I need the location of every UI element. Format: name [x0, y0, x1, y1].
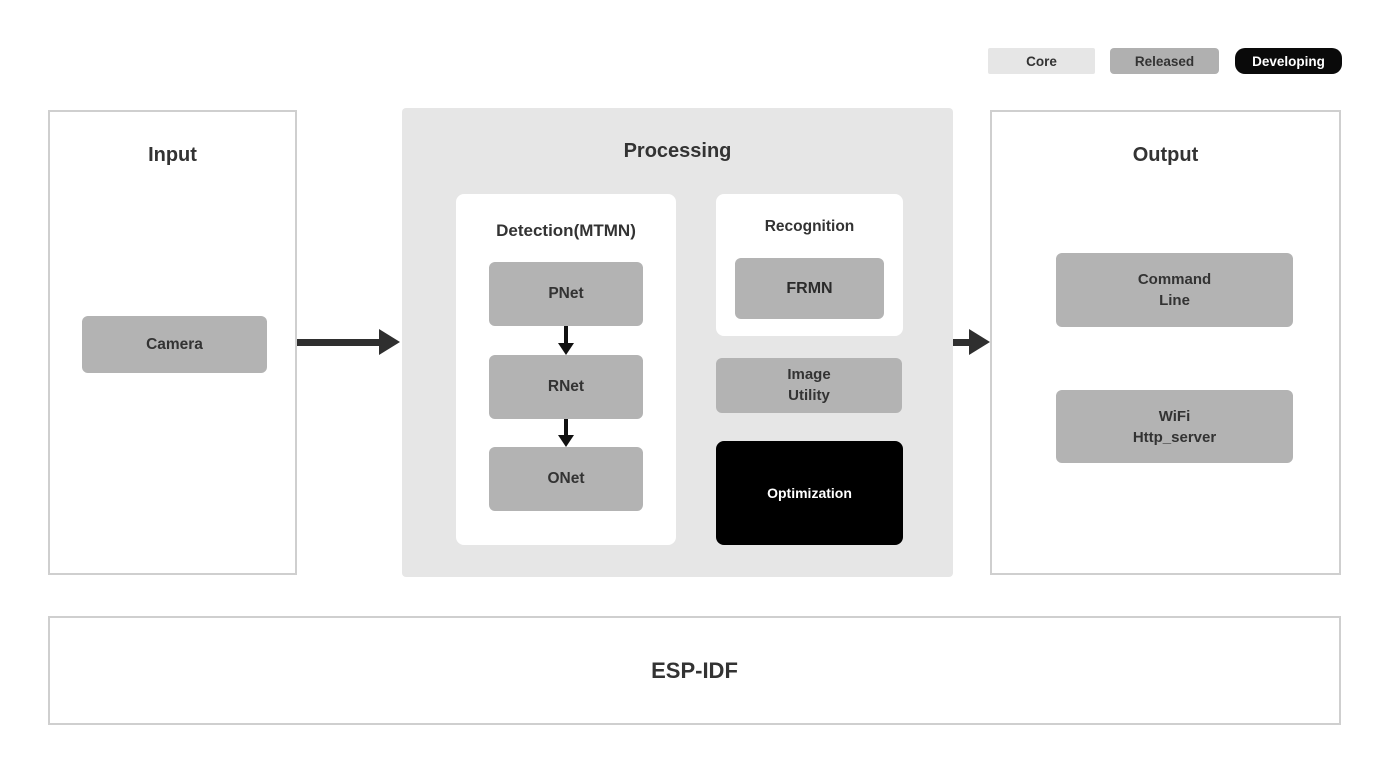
arrow-input-to-processing [297, 329, 400, 355]
detection-group: Detection(MTMN) PNet RNet ONet [456, 194, 676, 545]
legend-chip-developing: Developing [1235, 48, 1342, 74]
rnet-node-label: RNet [547, 378, 585, 395]
recognition-group: Recognition FRMN [716, 194, 903, 336]
arrow-stem [953, 338, 969, 346]
esp-idf-section: ESP-IDF [48, 616, 1341, 725]
arrow-pnet-to-rnet [558, 326, 574, 355]
legend-label-developing: Developing [1252, 53, 1325, 69]
esp-idf-title: ESP-IDF [651, 657, 738, 683]
legend-label-released: Released [1134, 53, 1195, 69]
rnet-node: RNet [489, 355, 643, 419]
processing-section: Processing Detection(MTMN) PNet RNet ONe… [402, 108, 953, 577]
legend-label-core: Core [1026, 53, 1057, 69]
recognition-group-title: Recognition [764, 218, 855, 235]
frmn-node-label: FRMN [786, 279, 833, 297]
arrow-processing-to-output [953, 329, 990, 355]
onet-node-label: ONet [547, 470, 585, 487]
arrow-rnet-to-onet [558, 419, 574, 447]
pnet-node: PNet [489, 262, 643, 326]
arrow-stem [564, 419, 568, 435]
arrow-head-right-icon [969, 329, 990, 355]
arrow-head-right-icon [379, 329, 400, 355]
input-section: Input Camera [48, 110, 297, 575]
command-line-node-label: Command Line [1137, 271, 1212, 309]
command-line-node: Command Line [1056, 253, 1293, 327]
onet-node: ONet [489, 447, 643, 511]
arrow-stem [564, 326, 568, 343]
camera-node-label: Camera [146, 335, 203, 353]
output-section: Output Command Line WiFi Http_server [990, 110, 1341, 575]
input-section-title: Input [148, 144, 197, 166]
camera-node: Camera [82, 316, 267, 373]
processing-section-title: Processing [623, 140, 732, 162]
optimization-node: Optimization [716, 441, 903, 545]
arrow-stem [297, 338, 379, 346]
arrow-head-down-icon [558, 435, 574, 447]
image-utility-node: Image Utility [716, 358, 902, 413]
arrow-head-down-icon [558, 343, 574, 355]
wifi-http-server-node-label: WiFi Http_server [1132, 407, 1217, 446]
pnet-node-label: PNet [548, 285, 584, 302]
image-utility-node-label: Image Utility [787, 366, 831, 404]
legend-chip-core: Core [988, 48, 1095, 74]
detection-group-title: Detection(MTMN) [496, 221, 636, 240]
wifi-http-server-node: WiFi Http_server [1056, 390, 1293, 463]
legend-chip-released: Released [1110, 48, 1219, 74]
frmn-node: FRMN [735, 258, 884, 319]
optimization-node-label: Optimization [767, 485, 852, 501]
output-section-title: Output [1132, 144, 1199, 166]
